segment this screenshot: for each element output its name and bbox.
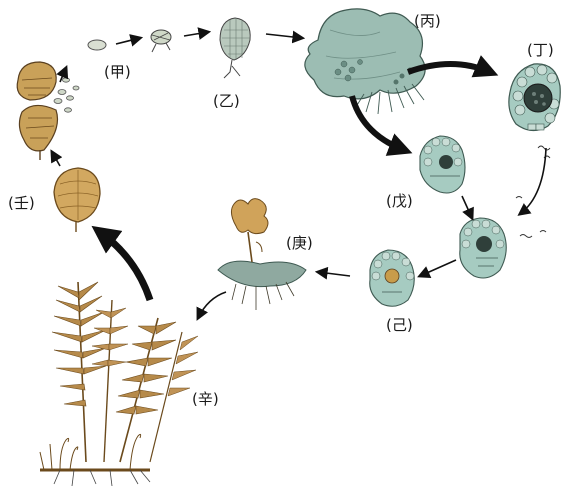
label-ji: (己) <box>386 318 413 333</box>
label-geng: (庚) <box>286 236 313 251</box>
sporangium <box>54 168 100 232</box>
label-xin: (辛) <box>192 392 219 407</box>
mature-fern-sporophyte <box>40 282 198 486</box>
mature-prothallus <box>305 9 425 114</box>
young-embryo <box>370 250 415 306</box>
label-ding: (丁) <box>527 43 554 58</box>
fertilized-archegonium <box>420 136 465 193</box>
archegonium-with-egg <box>509 64 560 131</box>
germinating-spore <box>151 30 171 52</box>
label-ren: (壬) <box>8 196 35 211</box>
young-prothallus <box>220 18 250 78</box>
young-sporophyte <box>218 199 306 310</box>
label-wu: (戊) <box>386 194 413 209</box>
label-yi: (乙) <box>213 94 240 109</box>
sporangium-dehiscing <box>17 62 57 160</box>
released-spores <box>54 78 79 112</box>
embryo-archegonium <box>460 218 506 278</box>
spore <box>88 40 106 50</box>
label-bing: (丙) <box>414 14 441 29</box>
label-jia: (甲) <box>104 65 131 80</box>
